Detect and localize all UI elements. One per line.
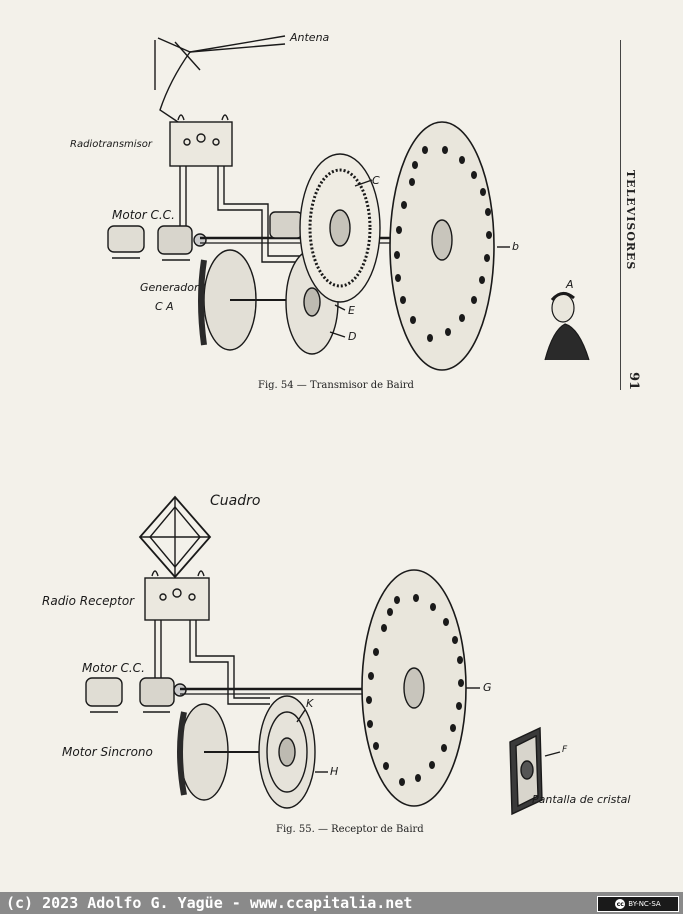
- cc-icon: cc: [615, 899, 626, 909]
- cc-license-text: BY-NC-SA: [628, 900, 661, 908]
- cc-license-badge[interactable]: cc BY-NC-SA: [597, 896, 679, 912]
- label-h: H: [330, 765, 339, 778]
- label-ca: C A: [155, 300, 174, 313]
- label-antena: Antena: [290, 31, 330, 44]
- label-cuadro: Cuadro: [210, 493, 261, 509]
- label-motor-cc-bottom: Motor C.C.: [82, 661, 145, 675]
- label-motor-sincrono: Motor Sincrono: [62, 745, 153, 759]
- margin-rule: [620, 40, 621, 390]
- caption-fig-54: Fig. 54 — Transmisor de Baird: [258, 380, 414, 391]
- running-title: TELEVISORES: [624, 170, 637, 271]
- label-radio-receptor: Radio Receptor: [42, 594, 135, 608]
- label-f: F: [562, 745, 568, 755]
- label-g: G: [483, 681, 492, 694]
- label-b: b: [512, 240, 519, 253]
- page-number: 91: [626, 372, 641, 391]
- label-motor-cc-top: Motor C.C.: [112, 208, 175, 222]
- copyright-text: (c) 2023 Adolfo G. Yagüe - www.ccapitali…: [6, 894, 413, 912]
- transmitter-diagram: [107, 35, 590, 371]
- book-page: Antena Radiotransmisor Motor C.C. Genera…: [42, 31, 641, 835]
- label-k: K: [306, 697, 314, 710]
- label-radiotransmisor: Radiotransmisor: [70, 139, 152, 150]
- label-c-top: C: [372, 174, 380, 187]
- label-a: A: [566, 278, 574, 291]
- label-e: E: [348, 304, 355, 317]
- label-d: D: [348, 330, 357, 343]
- copyright-bar: (c) 2023 Adolfo G. Yagüe - www.ccapitali…: [0, 892, 683, 914]
- label-generador: Generador: [140, 281, 199, 294]
- label-pantalla: Pantalla de cristal: [532, 793, 631, 806]
- caption-fig-55: Fig. 55. — Receptor de Baird: [276, 824, 424, 835]
